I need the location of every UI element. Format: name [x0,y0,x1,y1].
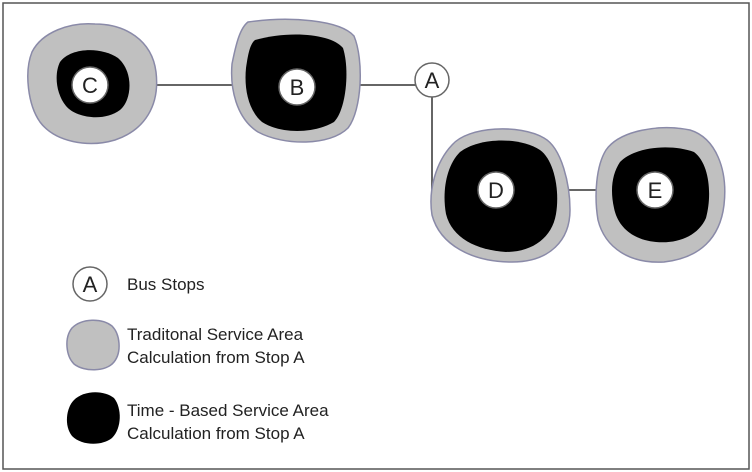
stop-circle-a [414,62,450,98]
legend-item-time-based: Time - Based Service Area Calculation fr… [66,392,329,444]
stop-label-a: A [425,68,440,93]
legend-traditional-line2: Calculation from Stop A [127,348,305,367]
legend-time-based-swatch [66,392,120,444]
bus-stop-a: A [414,62,450,98]
stop-label-d: D [488,178,504,203]
stop-circle-d [477,171,515,209]
legend-item-bus-stops: A Bus Stops [72,266,205,302]
legend-traditional-line1: Traditonal Service Area [127,325,304,344]
stop-circle-e [636,171,674,209]
stop-label-c: C [82,73,98,98]
stop-label-e: E [648,178,663,203]
stop-circle-b [278,68,316,106]
legend-stop-symbol-label: A [83,272,98,297]
legend-time-based-line1: Time - Based Service Area [127,401,329,420]
bus-stop-b: B [278,68,316,106]
legend-bus-stops-label: Bus Stops [127,275,205,294]
bus-stop-d: D [477,171,515,209]
legend-item-traditional: Traditonal Service Area Calculation from… [66,319,305,371]
stop-circle-c [71,66,109,104]
legend-traditional-swatch [66,319,120,371]
bus-stop-c: C [71,66,109,104]
bus-stop-e: E [636,171,674,209]
legend: A Bus Stops Traditonal Service Area Calc… [66,266,329,444]
legend-time-based-line2: Calculation from Stop A [127,424,305,443]
stop-label-b: B [290,75,305,100]
legend-stop-symbol [72,266,108,302]
